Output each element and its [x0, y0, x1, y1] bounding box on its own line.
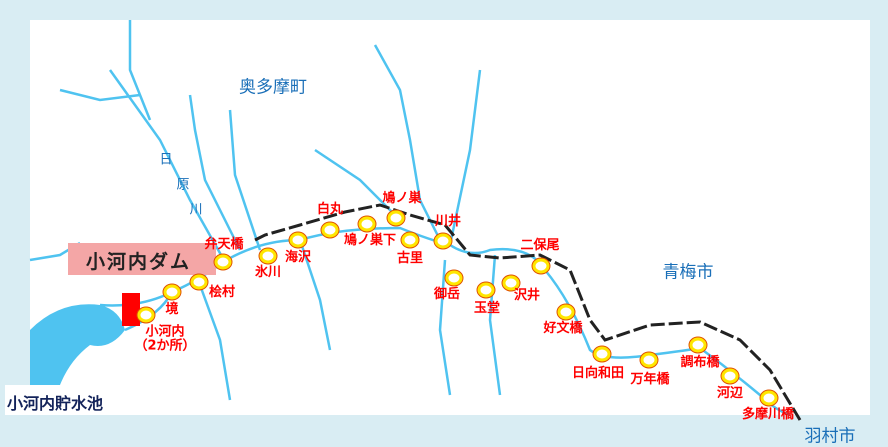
station-marker[interactable] — [477, 282, 495, 298]
station-marker[interactable] — [259, 248, 277, 264]
station-label: 日向和田 — [571, 365, 625, 381]
station-marker[interactable] — [502, 275, 520, 291]
tributaries — [29, 20, 791, 417]
station-sub: （2か所） — [134, 339, 196, 354]
area-okutama: 奥多摩町 — [239, 77, 307, 98]
area-hara: 原 — [176, 177, 190, 193]
dam-marker — [122, 293, 140, 326]
station-label: 鳩ノ巣下 — [343, 232, 397, 248]
station-name: 沢井 — [513, 287, 541, 303]
station-label: 海沢 — [284, 249, 312, 265]
station-name: 万年橋 — [630, 371, 670, 387]
station-marker[interactable] — [721, 368, 739, 384]
station-name: 好文橋 — [543, 320, 583, 336]
station-name: 海沢 — [284, 249, 312, 265]
station-name: 調布橋 — [680, 354, 720, 370]
dam-label: 小河内ダム — [68, 243, 216, 275]
station-name: 多摩川橋 — [741, 406, 795, 422]
station-label: 沢井 — [513, 287, 541, 303]
station-name: 氷川 — [254, 264, 282, 280]
station-label: 河辺 — [716, 385, 744, 401]
station-name: 玉堂 — [473, 300, 501, 316]
station-label: 二保尾 — [520, 237, 560, 253]
station-label: 鳩ノ巣 — [382, 190, 422, 206]
station-label: 御岳 — [433, 286, 461, 302]
station-label: 万年橋 — [630, 371, 670, 387]
station-label: 玉堂 — [473, 300, 501, 316]
station-marker[interactable] — [137, 307, 155, 323]
station-marker[interactable] — [358, 216, 376, 232]
station-marker[interactable] — [760, 390, 778, 406]
station-marker[interactable] — [689, 337, 707, 353]
station-name: 境 — [165, 301, 179, 317]
railway — [254, 203, 802, 421]
station-marker[interactable] — [289, 232, 307, 248]
station-marker[interactable] — [163, 284, 181, 300]
station-label: 多摩川橋 — [741, 406, 795, 422]
station-marker[interactable] — [557, 304, 575, 320]
station-label: 氷川 — [254, 264, 282, 280]
station-name: 川井 — [434, 213, 462, 229]
station-name: 小河内 — [145, 324, 185, 340]
station-marker[interactable] — [445, 270, 463, 286]
reservoir — [30, 304, 125, 385]
station-name: 白丸 — [316, 201, 344, 217]
station-label: 桧村 — [208, 284, 236, 300]
station-marker[interactable] — [321, 222, 339, 238]
area-hara: 川 — [189, 202, 203, 218]
station-name: 鳩ノ巣下 — [343, 232, 397, 248]
station-name: 鳩ノ巣 — [382, 190, 422, 206]
station-label: 境 — [165, 301, 179, 317]
station-marker[interactable] — [190, 274, 208, 290]
station-label: 調布橋 — [680, 354, 720, 370]
station-marker[interactable] — [387, 210, 405, 226]
station-marker[interactable] — [401, 232, 419, 248]
station-name: 河辺 — [716, 385, 744, 401]
station-name: 日向和田 — [571, 365, 625, 381]
station-name: 御岳 — [433, 286, 461, 302]
area-hara: 日 — [159, 152, 173, 168]
station-label: 川井 — [434, 213, 462, 229]
station-marker[interactable] — [593, 346, 611, 362]
station-marker[interactable] — [434, 233, 452, 249]
area-ome: 青梅市 — [662, 262, 714, 283]
station-label: 好文橋 — [543, 320, 583, 336]
station-name: 弁天橋 — [204, 236, 244, 252]
station-label: 古里 — [396, 250, 424, 266]
station-name: 桧村 — [208, 284, 236, 300]
station-label: 白丸 — [316, 201, 344, 217]
station-name: 古里 — [396, 250, 424, 266]
station-marker[interactable] — [214, 254, 232, 270]
station-label: 小河内（2か所） — [134, 324, 196, 355]
station-marker[interactable] — [532, 258, 550, 274]
station-label: 弁天橋 — [204, 236, 244, 252]
station-marker[interactable] — [640, 352, 658, 368]
area-hamura: 羽村市 — [804, 426, 856, 447]
reservoir-label: 小河内貯水池 — [5, 385, 145, 415]
station-name: 二保尾 — [520, 237, 560, 253]
